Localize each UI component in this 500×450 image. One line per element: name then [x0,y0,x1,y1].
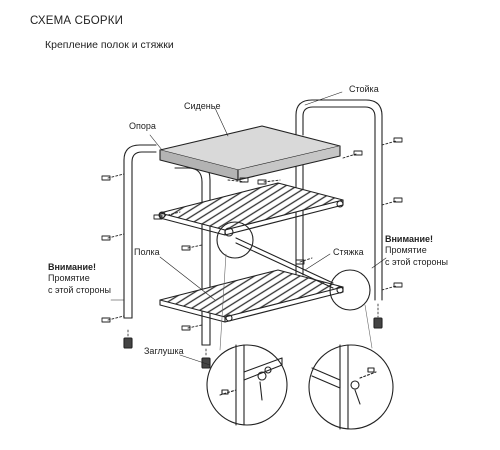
diagram-title: СХЕМА СБОРКИ [30,15,124,27]
zoom-detail-right [308,344,394,430]
label-seat: Сиденье [184,101,221,111]
note-right-title: Внимание! [385,234,433,244]
left-support-frame [123,144,157,319]
lower-shelf [159,269,344,323]
seat [159,125,341,181]
detail-circle-right [329,269,371,311]
note-left-line2: с этой стороны [48,285,111,295]
label-shelf: Полка [134,247,160,257]
leader-lines [110,91,387,366]
bolts-right [257,137,403,291]
upper-shelf [158,182,344,237]
bolts-left [101,173,249,331]
zoom-detail-left [206,344,288,426]
note-right-line1: Промятие [385,245,427,255]
label-plug: Заглушка [144,346,184,356]
note-left-title: Внимание! [48,262,96,272]
label-stand: Стойка [349,84,379,94]
diagram-subtitle: Крепление полок и стяжки [45,39,174,51]
label-support: Опора [129,121,156,131]
note-left-line1: Промятие [48,273,90,283]
note-right-line2: с этой стороны [385,257,448,267]
foot-plugs [123,317,383,369]
label-tie: Стяжка [333,247,364,257]
detail-circle-upper [216,221,254,259]
